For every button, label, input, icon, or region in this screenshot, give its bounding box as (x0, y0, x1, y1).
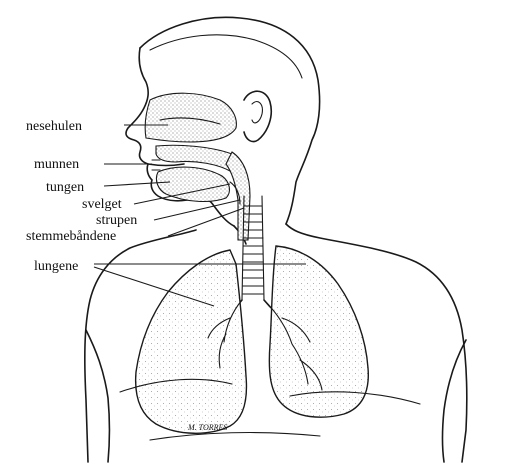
label-stemmebandene: stemmebåndene (26, 229, 116, 244)
pharynx (226, 152, 250, 240)
nasal-cavity (145, 93, 236, 142)
label-munnen: munnen (34, 157, 79, 172)
leader-stemmebandene (168, 208, 244, 236)
label-svelget: svelget (82, 197, 122, 212)
oral-cavity (148, 145, 240, 201)
label-nesehulen: nesehulen (26, 119, 82, 134)
labels: nesehulen munnen tungen svelget strupen … (26, 119, 137, 274)
lungs (136, 246, 369, 433)
label-lungene: lungene (34, 259, 78, 274)
leader-strupen (154, 200, 240, 220)
label-strupen: strupen (96, 213, 137, 228)
label-tungen: tungen (46, 180, 84, 195)
illustrator-signature: M. TORRES (187, 423, 227, 432)
